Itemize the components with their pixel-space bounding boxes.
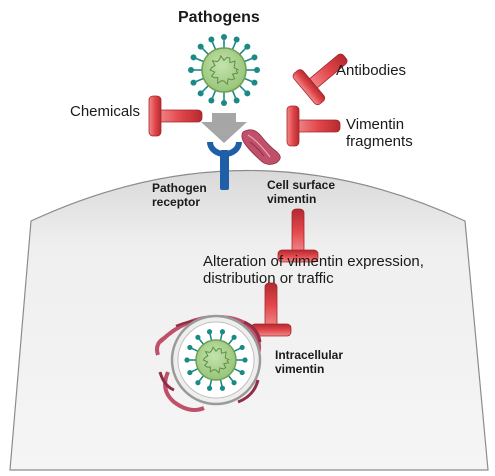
label-cell-surface-vimentin-line2: vimentin xyxy=(267,192,317,206)
virus-spike-tip xyxy=(208,97,215,104)
virus-spike-tip xyxy=(242,357,248,363)
virus-spike-tip xyxy=(219,329,226,335)
virus-spike-tip xyxy=(239,369,245,376)
label-intracellular-vimentin: Intracellular vimentin xyxy=(275,348,343,376)
virus-spike-tip xyxy=(206,385,213,391)
label-cell-surface-vimentin-line1: Cell surface xyxy=(267,178,336,192)
virus-spike-tip xyxy=(239,344,245,351)
label-pathogen-receptor-line2: receptor xyxy=(152,195,201,209)
virus-spike-tip xyxy=(197,90,204,97)
virus-spike-tip xyxy=(251,54,258,61)
virus-spike-tip xyxy=(244,43,251,50)
chemicals-inhibitor xyxy=(148,95,203,137)
vimentin-fragments-inhibitor xyxy=(286,105,341,147)
cell-body xyxy=(9,169,489,471)
virus-spike-tip xyxy=(206,329,213,335)
virus-core xyxy=(195,339,237,381)
label-intracellular-vimentin-line2: vimentin xyxy=(275,362,325,376)
virus-spike-tip xyxy=(233,36,240,43)
virus-spike-tip xyxy=(254,67,260,73)
label-intracellular-vimentin-line1: Intracellular xyxy=(275,348,344,362)
virus-spike-tip xyxy=(184,357,190,363)
label-pathogen-receptor: Pathogen receptor xyxy=(152,181,207,209)
virus-spike-tip xyxy=(188,67,194,73)
virus-spike-tip xyxy=(221,34,227,40)
label-cell-surface-vimentin: Cell surface vimentin xyxy=(267,178,335,206)
virus-spike-tip xyxy=(251,79,258,86)
virus-spike-tip xyxy=(187,369,193,376)
title-pathogens: Pathogens xyxy=(178,9,260,26)
virus-spike-tip xyxy=(219,385,226,391)
pathogen-receptor-shape xyxy=(207,142,242,190)
virus-spike-tip xyxy=(190,54,197,61)
virus-spike-tip xyxy=(208,36,215,43)
virus-spike-tip xyxy=(221,100,227,106)
label-vimentin-fragments: Vimentin fragments xyxy=(346,116,413,150)
virus-genome xyxy=(202,346,230,374)
label-pathogen-receptor-line1: Pathogen xyxy=(152,181,207,195)
virus-spike-tip xyxy=(231,334,237,340)
label-alteration-line1: Alteration of vimentin expression, xyxy=(203,253,424,270)
virus-spike-tip xyxy=(195,380,201,386)
virus-spike-tip xyxy=(190,79,197,86)
entry-arrow xyxy=(201,113,247,143)
virus-spike-tip xyxy=(231,380,237,386)
virus-spike-tip xyxy=(187,344,193,351)
label-alteration-line2: distribution or traffic xyxy=(203,270,334,287)
cell-surface-vimentin-shape xyxy=(241,129,281,165)
virus-spike-tip xyxy=(197,43,204,50)
label-antibodies: Antibodies xyxy=(336,62,407,79)
virus-genome xyxy=(209,54,239,86)
label-chemicals: Chemicals xyxy=(70,103,141,120)
virus-core xyxy=(201,47,247,93)
intracellular-vesicle xyxy=(155,314,262,412)
virus-spike-tip xyxy=(244,90,251,97)
label-vimentin-fragments-line1: Vimentin xyxy=(346,116,405,133)
virus-spike-tip xyxy=(233,97,240,104)
pathogen-virus xyxy=(188,34,260,106)
intracellular-pathogen xyxy=(184,329,248,391)
virus-spike-tip xyxy=(195,334,201,340)
label-alteration: Alteration of vimentin expression, distr… xyxy=(203,253,424,287)
label-vimentin-fragments-line2: fragments xyxy=(346,133,413,150)
